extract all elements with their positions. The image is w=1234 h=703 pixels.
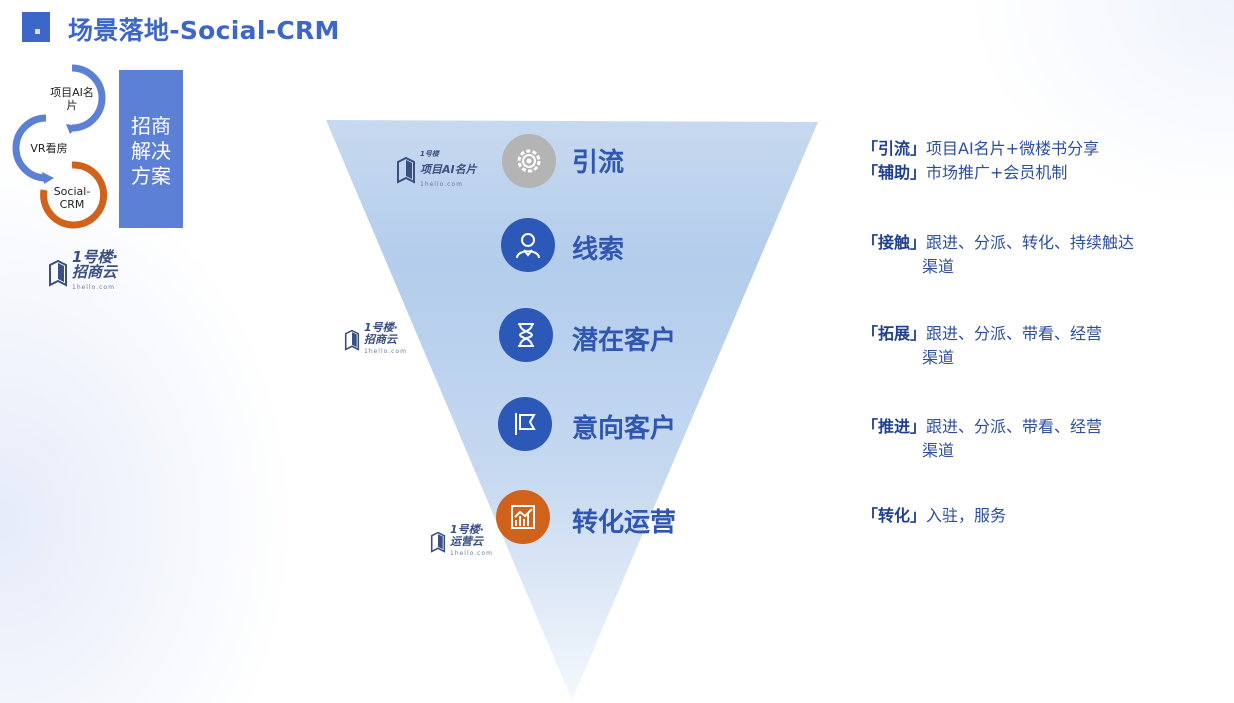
arrow-head-2 bbox=[42, 172, 54, 184]
stage-4-label: 意向客户 bbox=[572, 414, 677, 444]
logo-yunying-sub: 1hello.com bbox=[450, 550, 493, 557]
flow-arc-1 bbox=[71, 64, 106, 132]
desc-2-tag: 「接触」 bbox=[862, 233, 927, 252]
desc-2-text: 跟进、分派、转化、持续触达 bbox=[926, 233, 1135, 252]
flow-arc-3 bbox=[40, 161, 108, 229]
logo-yunying: 1号楼· 运营云 1hello.com bbox=[430, 524, 493, 560]
logo-zhaoshang-sub: 1hello.com bbox=[72, 284, 115, 291]
stage-3-label: 潜在客户 bbox=[572, 326, 677, 356]
desc-4-text: 跟进、分派、带看、经营 bbox=[926, 417, 1103, 436]
arrow-head-1 bbox=[66, 124, 78, 134]
funnel-triangle bbox=[326, 120, 818, 700]
building-logo-icon bbox=[397, 156, 415, 184]
building-logo-icon bbox=[344, 329, 360, 351]
page-title: 场景落地-Social-CRM bbox=[68, 16, 340, 45]
desc-3-text: 跟进、分派、带看、经营 bbox=[926, 324, 1103, 343]
desc-5-tag: 「转化」 bbox=[862, 506, 927, 525]
desc-4-tag: 「推进」 bbox=[862, 417, 927, 436]
desc-4-cont: 渠道 bbox=[922, 441, 955, 460]
desc-stage-3: 「拓展」跟进、分派、带看、经营 渠道 bbox=[862, 322, 1102, 370]
flow-item-ai-card: 项目AI名片 bbox=[50, 86, 94, 112]
logo-ai-card-main: 项目AI名片 bbox=[420, 163, 477, 176]
solution-box: 招商解决方案 bbox=[119, 70, 183, 228]
building-logo-icon bbox=[49, 259, 67, 287]
stage-2-user-icon bbox=[501, 218, 555, 272]
stage-5-chart-icon bbox=[496, 490, 550, 544]
desc-stage-1: 「引流」项目AI名片+微楼书分享 「辅助」市场推广+会员机制 bbox=[862, 137, 1099, 185]
flow-arcs bbox=[12, 64, 108, 229]
desc-stage-5: 「转化」入驻，服务 bbox=[862, 504, 1006, 528]
logo-ai-card-sub: 1hello.com bbox=[420, 181, 463, 188]
solution-label: 招商解决方案 bbox=[131, 114, 171, 188]
logo-zhaoshang-2-main: 1号楼· bbox=[364, 321, 398, 334]
desc-stage-2: 「接触」跟进、分派、转化、持续触达 渠道 bbox=[862, 231, 1134, 279]
logo-zhaoshang-2-sub: 1hello.com bbox=[364, 348, 407, 355]
flow-arc-2 bbox=[12, 114, 47, 182]
building-logo-icon bbox=[430, 531, 446, 553]
desc-1-text-2: 市场推广+会员机制 bbox=[926, 163, 1068, 182]
logo-zhaoshang-main: 1号楼· bbox=[72, 248, 119, 266]
desc-stage-4: 「推进」跟进、分派、带看、经营 渠道 bbox=[862, 415, 1102, 463]
title-square-icon bbox=[22, 12, 50, 42]
logo-ai-card-top: 1号楼 bbox=[420, 150, 439, 158]
desc-2-cont: 渠道 bbox=[922, 257, 955, 276]
desc-1-tag-2: 「辅助」 bbox=[862, 163, 927, 182]
flow-item-vr: VR看房 bbox=[30, 142, 68, 155]
logo-yunying-main: 1号楼· bbox=[450, 523, 484, 536]
flow-item-social-crm: Social-CRM bbox=[53, 185, 91, 211]
stage-4-flag-icon bbox=[498, 397, 552, 451]
stage-3-hourglass-icon bbox=[499, 308, 553, 362]
logo-ai-card: 1号楼 项目AI名片 1hello.com bbox=[396, 147, 477, 192]
logo-zhaoshang: 1号楼· 招商云 1hello.com bbox=[48, 250, 118, 295]
desc-3-cont: 渠道 bbox=[922, 348, 955, 367]
logo-zhaoshang-main2: 招商云 bbox=[72, 263, 118, 281]
stage-1-label: 引流 bbox=[572, 148, 625, 178]
stage-5-label: 转化运营 bbox=[572, 508, 677, 538]
logo-zhaoshang-2: 1号楼· 招商云 1hello.com bbox=[344, 322, 407, 358]
desc-1-tag-1: 「引流」 bbox=[862, 139, 927, 158]
desc-1-text-1: 项目AI名片+微楼书分享 bbox=[926, 139, 1100, 158]
desc-5-text: 入驻，服务 bbox=[926, 506, 1007, 525]
stage-2-label: 线索 bbox=[572, 235, 625, 265]
logo-zhaoshang-2-main2: 招商云 bbox=[364, 333, 397, 346]
logo-yunying-main2: 运营云 bbox=[450, 535, 483, 548]
desc-3-tag: 「拓展」 bbox=[862, 324, 927, 343]
stage-1-gear-icon bbox=[502, 134, 556, 188]
